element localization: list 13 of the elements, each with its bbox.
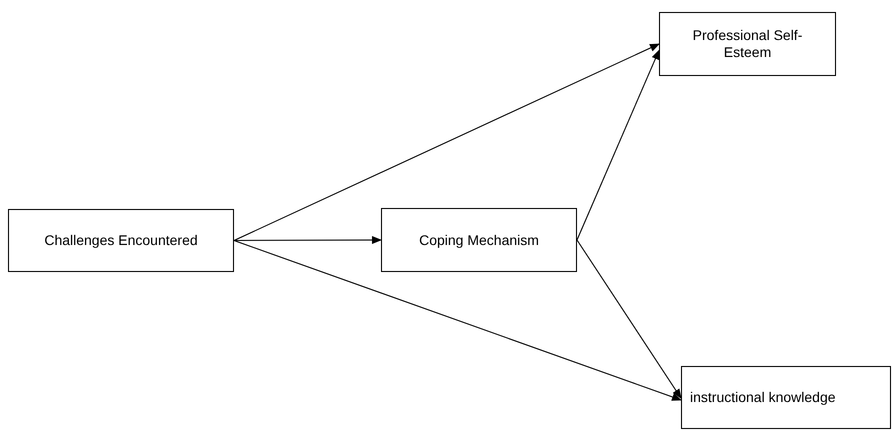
process-box [659, 12, 836, 76]
box-label: Professional Self-Esteem [692, 27, 804, 61]
process-box [8, 209, 234, 272]
box-label: instructional knowledge [690, 389, 836, 406]
arrow [576, 240, 682, 399]
arrow [234, 240, 682, 401]
box-label: Coping Mechanism [419, 232, 539, 248]
process-box [681, 366, 891, 429]
arrow [576, 49, 660, 240]
arrow [234, 236, 382, 244]
box-label: Challenges Encountered [44, 232, 198, 249]
arrow [234, 44, 660, 241]
process-box [381, 208, 577, 272]
